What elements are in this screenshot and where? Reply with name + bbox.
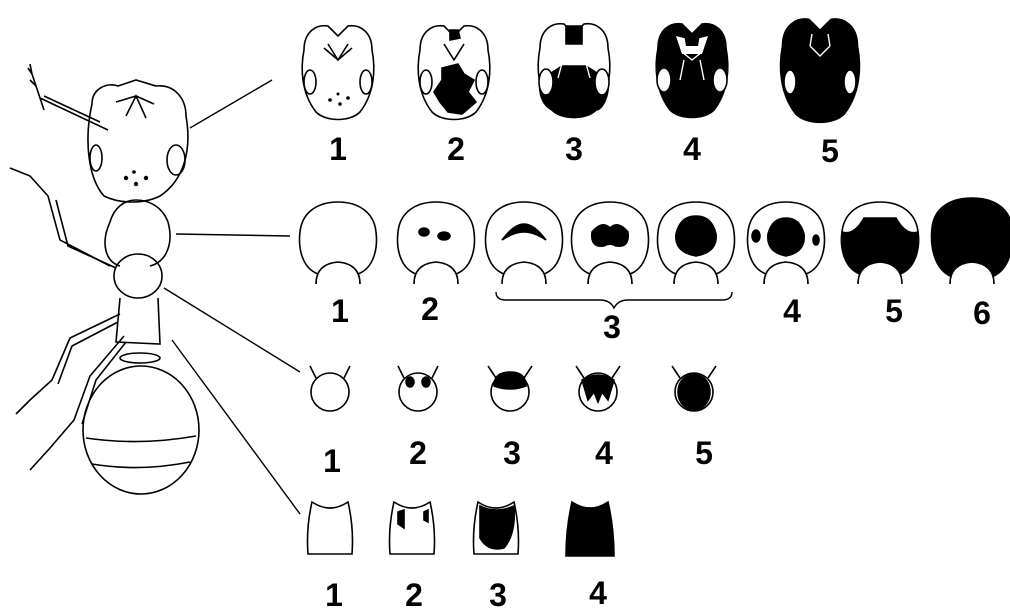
- pronotum-label-6: 6: [973, 295, 991, 331]
- head-label-3: 3: [565, 131, 583, 167]
- row-propodeum: [306, 500, 615, 557]
- ant-petiole: [119, 352, 161, 364]
- pronotum-label-4: 4: [783, 293, 801, 329]
- propodeum-stage-2: [388, 501, 436, 555]
- ant-legs: [9, 167, 127, 471]
- pronotum-label-2: 2: [421, 291, 439, 327]
- row-mesonotum: [309, 365, 717, 412]
- propodeum-stage-3: [472, 501, 520, 555]
- mesonotum-label-5: 5: [695, 435, 713, 471]
- antenna: [27, 63, 109, 131]
- head-label-5: 5: [821, 133, 839, 169]
- pronotum-label-5: 5: [885, 293, 903, 329]
- propodeum-label-1: 1: [325, 577, 343, 613]
- pronotum-stage-3-bracket: [495, 291, 733, 310]
- head-stage-1: [301, 24, 375, 121]
- head-stage-3: [537, 22, 611, 119]
- pronotum-label-3: 3: [603, 309, 621, 345]
- row-pronotum: [298, 197, 1010, 310]
- mesonotum-stage-1: [309, 365, 351, 412]
- propodeum-label-3: 3: [489, 577, 507, 613]
- pronotum-stage-3c: [656, 201, 736, 285]
- pronotum-label-1: 1: [331, 293, 349, 329]
- mesonotum-label-4: 4: [595, 435, 613, 471]
- mesonotum-stage-3: [487, 365, 533, 412]
- pronotum-stage-1: [298, 201, 378, 285]
- mesonotum-label-1: 1: [323, 443, 341, 479]
- propodeum-stage-4: [565, 500, 615, 557]
- head-label-2: 2: [447, 131, 465, 167]
- ant-pronotum: [104, 199, 171, 267]
- head-stage-5: [779, 18, 861, 124]
- stage-numbers: 1 2 3 4 5 1 2 3 4 5 6 1 2 3 4 5 1 2 3 4: [323, 131, 991, 613]
- head-label-4: 4: [683, 131, 701, 167]
- pronotum-stage-3b: [570, 201, 650, 285]
- row-head: [301, 18, 861, 124]
- pronotum-stage-3a: [484, 201, 564, 285]
- head-label-1: 1: [329, 131, 347, 167]
- mesonotum-stage-4: [575, 365, 621, 412]
- mesonotum-stage-5: [671, 365, 717, 412]
- pronotum-stage-2: [396, 201, 476, 285]
- propodeum-stage-1: [306, 501, 354, 555]
- pronotum-stage-5: [840, 201, 920, 285]
- ant-mesonotum: [113, 253, 163, 299]
- propodeum-label-2: 2: [405, 577, 423, 613]
- pronotum-stage-4: [746, 201, 826, 285]
- mesonotum-label-2: 2: [409, 435, 427, 471]
- head-stage-2: [417, 24, 491, 121]
- head-stage-4: [655, 22, 729, 119]
- ant-propodeum: [115, 297, 161, 345]
- ant-gaster: [82, 365, 200, 495]
- mesonotum-label-3: 3: [503, 435, 521, 471]
- pronotum-stage-6: [930, 197, 1010, 285]
- ant-body-illustration: [9, 63, 200, 495]
- mesonotum-stage-2: [397, 365, 439, 412]
- propodeum-label-4: 4: [589, 575, 607, 611]
- leader-lines: [163, 79, 301, 515]
